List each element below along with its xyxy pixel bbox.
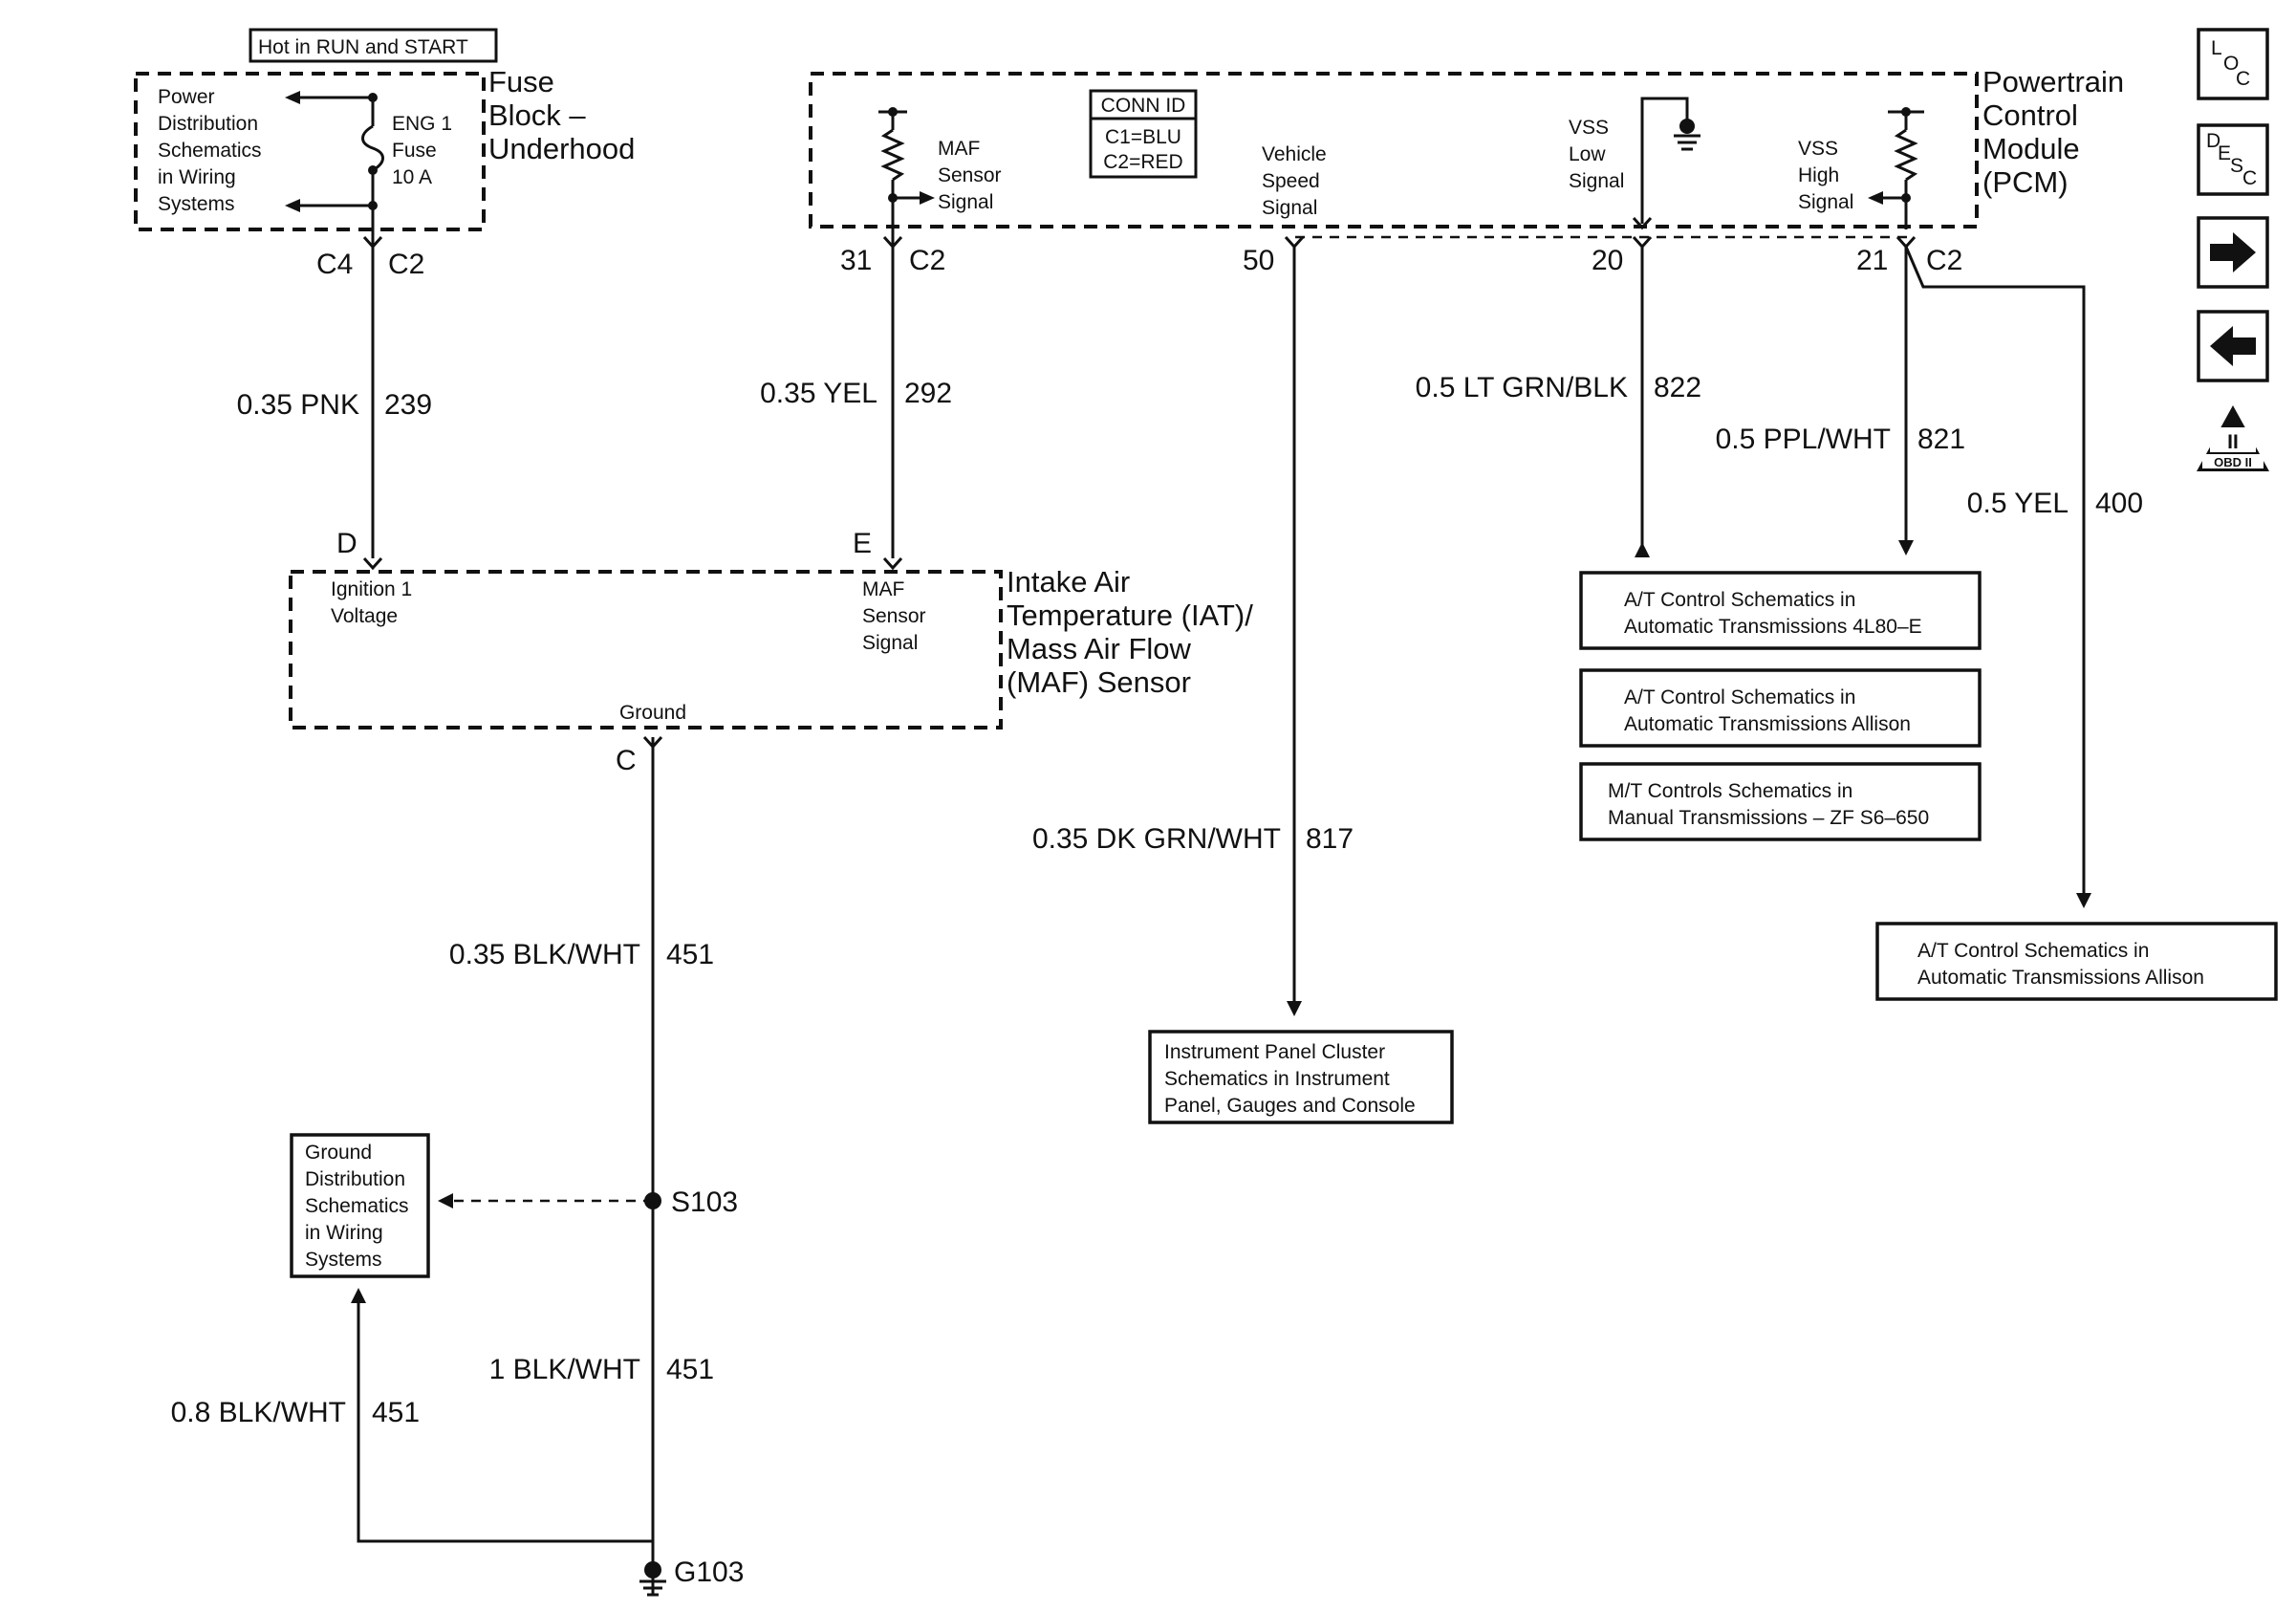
wire-451a-circuit: 451 <box>666 939 714 970</box>
svg-text:II: II <box>2227 431 2239 453</box>
prev-page-button[interactable] <box>2197 310 2269 382</box>
maf-sensor-signal: MAF Sensor Signal <box>862 578 931 654</box>
arrow-left-icon <box>285 199 300 212</box>
pin-21: 21 <box>1856 245 1888 276</box>
hot-label: Hot in RUN and START <box>258 36 468 58</box>
pcm-outline <box>809 72 1979 229</box>
ref-at-4l80[interactable] <box>1579 571 1982 650</box>
pcm-vss-high: VSS High Signal <box>1798 138 1853 213</box>
maf-pin-e: E <box>853 528 872 559</box>
conn-id-c1: C1=BLU <box>1105 126 1181 148</box>
wire-821-circuit: 821 <box>1917 424 1965 455</box>
pin-21-conn: C2 <box>1926 245 1962 276</box>
wire-822-circuit: 822 <box>1654 372 1701 403</box>
pcm-vss-low: VSS Low Signal <box>1569 117 1624 192</box>
fuse-block-title: Fuse Block – Underhood <box>488 65 635 165</box>
wire-400 <box>1904 246 2086 894</box>
ref-mt-zf-text: M/T Controls Schematics in Manual Transm… <box>1608 780 1929 829</box>
wire-292-color: 0.35 YEL <box>760 378 877 409</box>
maf-pin-d: D <box>336 528 357 559</box>
pin-20: 20 <box>1592 245 1623 276</box>
svg-text:C: C <box>2236 68 2250 90</box>
arrow-left-icon <box>2210 326 2256 366</box>
wire-821-color: 0.5 PPL/WHT <box>1716 424 1891 455</box>
ref-ipc[interactable] <box>1148 1030 1454 1124</box>
wire-817-circuit: 817 <box>1306 823 1354 855</box>
svg-text:C: C <box>2242 167 2257 189</box>
obd-ii-icon: II OBD II <box>2197 405 2269 471</box>
next-page-button[interactable] <box>2197 216 2269 289</box>
ref-ground-distribution[interactable] <box>290 1133 430 1278</box>
wire-400-color: 0.5 YEL <box>1967 488 2069 519</box>
fuse-conn-right: C2 <box>388 249 424 280</box>
arrow-left-icon <box>285 91 300 104</box>
wire-822-color: 0.5 LT GRN/BLK <box>1416 372 1628 403</box>
ref-at-allison-2-text: A/T Control Schematics in Automatic Tran… <box>1917 940 2204 989</box>
wire-451a-color: 0.35 BLK/WHT <box>449 939 640 970</box>
ref-at-allison-1[interactable] <box>1579 668 1982 748</box>
ref-ground-distribution-text: Ground Distribution Schematics in Wiring… <box>305 1142 414 1271</box>
ground-icon <box>639 1579 666 1597</box>
maf-sensor-outline <box>289 570 1003 729</box>
ground-icon <box>1674 134 1700 151</box>
wire-451c-circuit: 451 <box>372 1397 420 1428</box>
ground-label: G103 <box>674 1557 744 1588</box>
desc-button[interactable]: D E S C <box>2197 123 2269 196</box>
loc-button[interactable]: L O C <box>2197 28 2269 100</box>
svg-text:E: E <box>2218 142 2231 164</box>
maf-pin-c: C <box>616 745 637 776</box>
splice-label: S103 <box>671 1186 738 1218</box>
maf-ign-voltage: Ignition 1 Voltage <box>331 578 418 627</box>
pin-31: 31 <box>840 245 872 276</box>
wire-400-circuit: 400 <box>2095 488 2143 519</box>
wire-451c-color: 0.8 BLK/WHT <box>171 1397 346 1428</box>
fuse-icon <box>361 124 384 172</box>
wire-451b-circuit: 451 <box>666 1354 714 1385</box>
maf-sensor-title: Intake Air Temperature (IAT)/ Mass Air F… <box>1007 565 1261 699</box>
resistor-icon <box>1894 128 1918 182</box>
svg-text:OBD II: OBD II <box>2214 455 2252 469</box>
arrow-right-icon <box>2210 232 2256 272</box>
wire-239-circuit: 239 <box>384 389 432 421</box>
conn-id-box <box>1089 89 1198 179</box>
arrow-left-icon <box>1868 191 1883 205</box>
pcm-vss-out: Vehicle Speed Signal <box>1262 143 1332 219</box>
ref-at-4l80-text: A/T Control Schematics in Automatic Tran… <box>1624 589 1922 638</box>
wire-817-color: 0.35 DK GRN/WHT <box>1032 823 1281 855</box>
pcm-maf-signal: MAF Sensor Signal <box>938 138 1007 213</box>
svg-text:L: L <box>2211 37 2222 59</box>
svg-text:S: S <box>2230 155 2243 177</box>
svg-text:O: O <box>2223 53 2239 75</box>
wire-239-color: 0.35 PNK <box>237 389 359 421</box>
pin-31-conn: C2 <box>909 245 945 276</box>
pin-50: 50 <box>1243 245 1274 276</box>
power-dist-ref: Power Distribution Schematics in Wiring … <box>158 86 267 215</box>
svg-text:D: D <box>2206 130 2220 152</box>
maf-ground-label: Ground <box>619 702 686 724</box>
fuse-block-outline <box>134 72 486 231</box>
pcm-title: Powertrain Control Module (PCM) <box>1982 65 2133 199</box>
resistor-icon <box>880 128 905 182</box>
arrow-right-icon <box>920 191 935 205</box>
ref-at-allison-2[interactable] <box>1875 922 2278 1001</box>
wire-451-ground-dist <box>357 1300 653 1543</box>
ref-at-allison-1-text: A/T Control Schematics in Automatic Tran… <box>1624 686 1911 735</box>
wire-451b-color: 1 BLK/WHT <box>489 1354 640 1385</box>
hot-label-box <box>249 28 498 63</box>
conn-id-title: CONN ID <box>1101 95 1186 117</box>
fuse-label: ENG 1 Fuse 10 A <box>392 113 458 188</box>
ref-ipc-text: Instrument Panel Cluster Schematics in I… <box>1164 1041 1416 1117</box>
wire-292-circuit: 292 <box>904 378 952 409</box>
conn-id-c2: C2=RED <box>1103 151 1182 173</box>
fuse-conn-left: C4 <box>316 249 353 280</box>
ref-mt-zf[interactable] <box>1579 762 1982 841</box>
